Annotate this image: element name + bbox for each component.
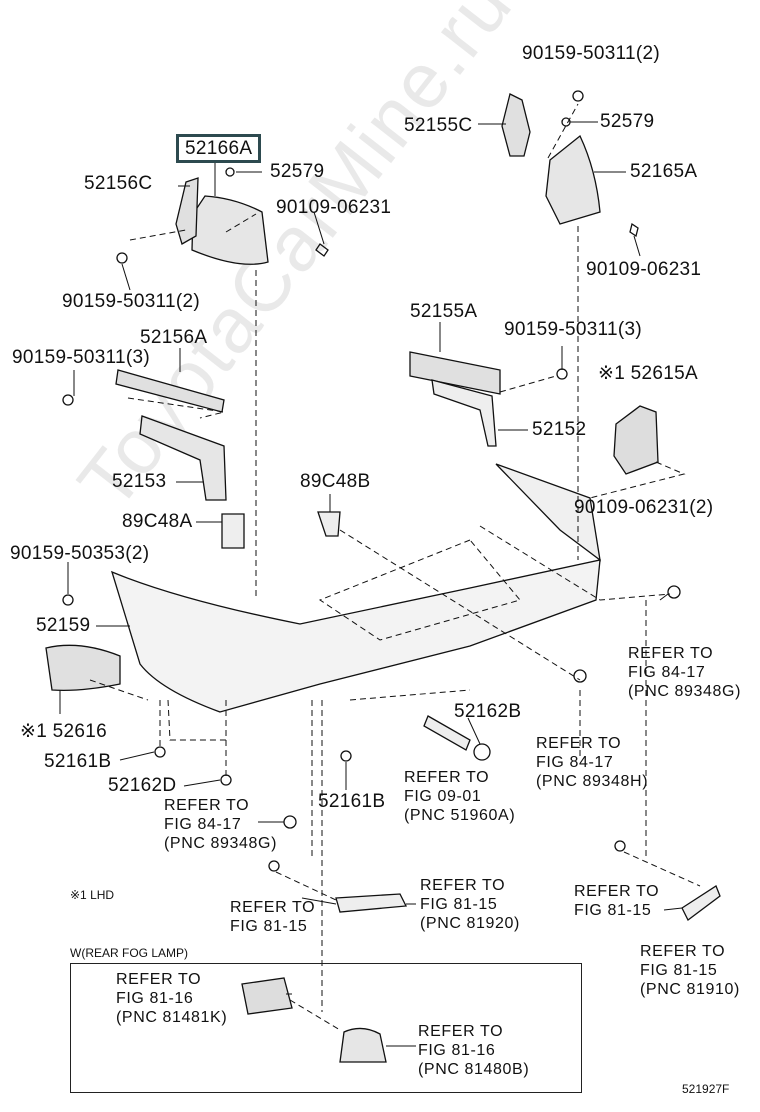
refer-note-51960A[interactable]: REFER TO FIG 09-01 (PNC 51960A) (404, 769, 516, 824)
part-90109-r-shape (629, 222, 639, 238)
reflector-81920-shape (335, 893, 408, 913)
label-89C48B[interactable]: 89C48B (300, 471, 371, 492)
fog-81481K-shape (241, 977, 293, 1015)
part-52579-l-shape (225, 167, 235, 177)
fog-81480B-shape (339, 1027, 387, 1063)
label-52616[interactable]: ※1 52616 (20, 721, 107, 742)
label-90109-06231-left[interactable]: 90109-06231 (276, 197, 392, 218)
label-52161B-left[interactable]: 52161B (44, 751, 112, 772)
label-90109-06231-right[interactable]: 90109-06231 (586, 259, 702, 280)
label-52165A[interactable]: 52165A (630, 161, 698, 182)
part-90159-3l-shape (62, 394, 74, 406)
screw-l-shape (268, 860, 280, 872)
label-90159-50311-3-right[interactable]: 90159-50311(3) (504, 319, 643, 340)
part-52159-shape (110, 559, 601, 713)
part-89C48B-shape (317, 511, 341, 537)
part-89348G-l-shape (283, 815, 297, 829)
label-52579-right[interactable]: 52579 (600, 111, 655, 132)
label-52166A[interactable]: 52166A (176, 134, 262, 163)
part-89348H-shape (573, 669, 587, 683)
part-52165A-shape (545, 134, 601, 225)
label-52161B-right[interactable]: 52161B (318, 791, 386, 812)
rear-fog-lamp-box (70, 963, 582, 1093)
refer-note-81481K[interactable]: REFER TO FIG 81-16 (PNC 81481K) (116, 971, 228, 1026)
label-52159[interactable]: 52159 (36, 615, 91, 636)
part-90159-3r-shape (556, 368, 568, 380)
figure-id: 521927F (682, 1082, 730, 1096)
label-90159-50353-2[interactable]: 90159-50353(2) (10, 543, 150, 564)
refer-note-81920[interactable]: REFER TO FIG 81-15 (PNC 81920) (420, 877, 520, 932)
part-90109-l-shape (315, 243, 329, 257)
label-52152[interactable]: 52152 (532, 419, 587, 440)
screw-r-shape (614, 840, 626, 852)
label-89C48A[interactable]: 89C48A (122, 511, 193, 532)
part-52156A-shape (115, 369, 225, 413)
part-90159-50353-shape (62, 594, 74, 606)
part-89348G-r-shape (667, 585, 681, 599)
label-52156A[interactable]: 52156A (140, 327, 208, 348)
label-90109-06231-2[interactable]: 90109-06231(2) (574, 497, 714, 518)
refer-note-89348H[interactable]: REFER TO FIG 84-17 (PNC 89348H) (536, 735, 649, 790)
label-90159-50311-3-left[interactable]: 90159-50311(3) (12, 347, 151, 368)
part-52162B-shape (423, 715, 471, 751)
label-52156C[interactable]: 52156C (84, 173, 153, 194)
part-90159-r-shape (572, 90, 584, 102)
part-52161B-r-shape (340, 750, 352, 762)
part-52579-r-shape (561, 117, 571, 127)
label-52579-left[interactable]: 52579 (270, 161, 325, 182)
part-52155A-shape (409, 351, 501, 395)
part-90159-l-shape (116, 252, 128, 264)
reflector-81910-shape (681, 885, 721, 921)
lhd-note: ※1 LHD (70, 888, 115, 902)
part-89C48A-shape (221, 513, 245, 549)
part-52162B-cap-shape (473, 743, 491, 761)
label-52615A[interactable]: ※1 52615A (598, 363, 698, 384)
refer-note-81480B[interactable]: REFER TO FIG 81-16 (PNC 81480B) (418, 1023, 530, 1078)
part-52155C-shape (501, 93, 531, 157)
label-52153[interactable]: 52153 (112, 471, 167, 492)
label-52155A[interactable]: 52155A (410, 301, 478, 322)
part-52162D-shape (220, 774, 232, 786)
refer-note-fig-81-15-right[interactable]: REFER TO FIG 81-15 (574, 883, 660, 919)
refer-note-89348G-right[interactable]: REFER TO FIG 84-17 (PNC 89348G) (628, 645, 742, 700)
label-52155C[interactable]: 52155C (404, 115, 473, 136)
part-52153-shape (139, 415, 227, 501)
label-90159-50311-2-right[interactable]: 90159-50311(2) (522, 43, 661, 64)
refer-note-81910[interactable]: REFER TO FIG 81-15 (PNC 81910) (640, 943, 740, 998)
part-52161B-l-shape (154, 746, 166, 758)
label-52162B[interactable]: 52162B (454, 701, 522, 722)
part-52615A-shape (613, 405, 659, 475)
part-52152-shape (431, 379, 497, 447)
fog-lamp-note: W(REAR FOG LAMP) (70, 946, 189, 960)
label-90159-50311-2-left[interactable]: 90159-50311(2) (62, 291, 201, 312)
part-52616-shape (45, 644, 121, 692)
refer-note-89348G-left[interactable]: REFER TO FIG 84-17 (PNC 89348G) (164, 797, 278, 852)
part-52156C-shape (175, 177, 199, 245)
bumper-top-shape (495, 463, 601, 562)
label-52162D[interactable]: 52162D (108, 775, 177, 796)
refer-note-fig-81-15-left[interactable]: REFER TO FIG 81-15 (230, 899, 316, 935)
